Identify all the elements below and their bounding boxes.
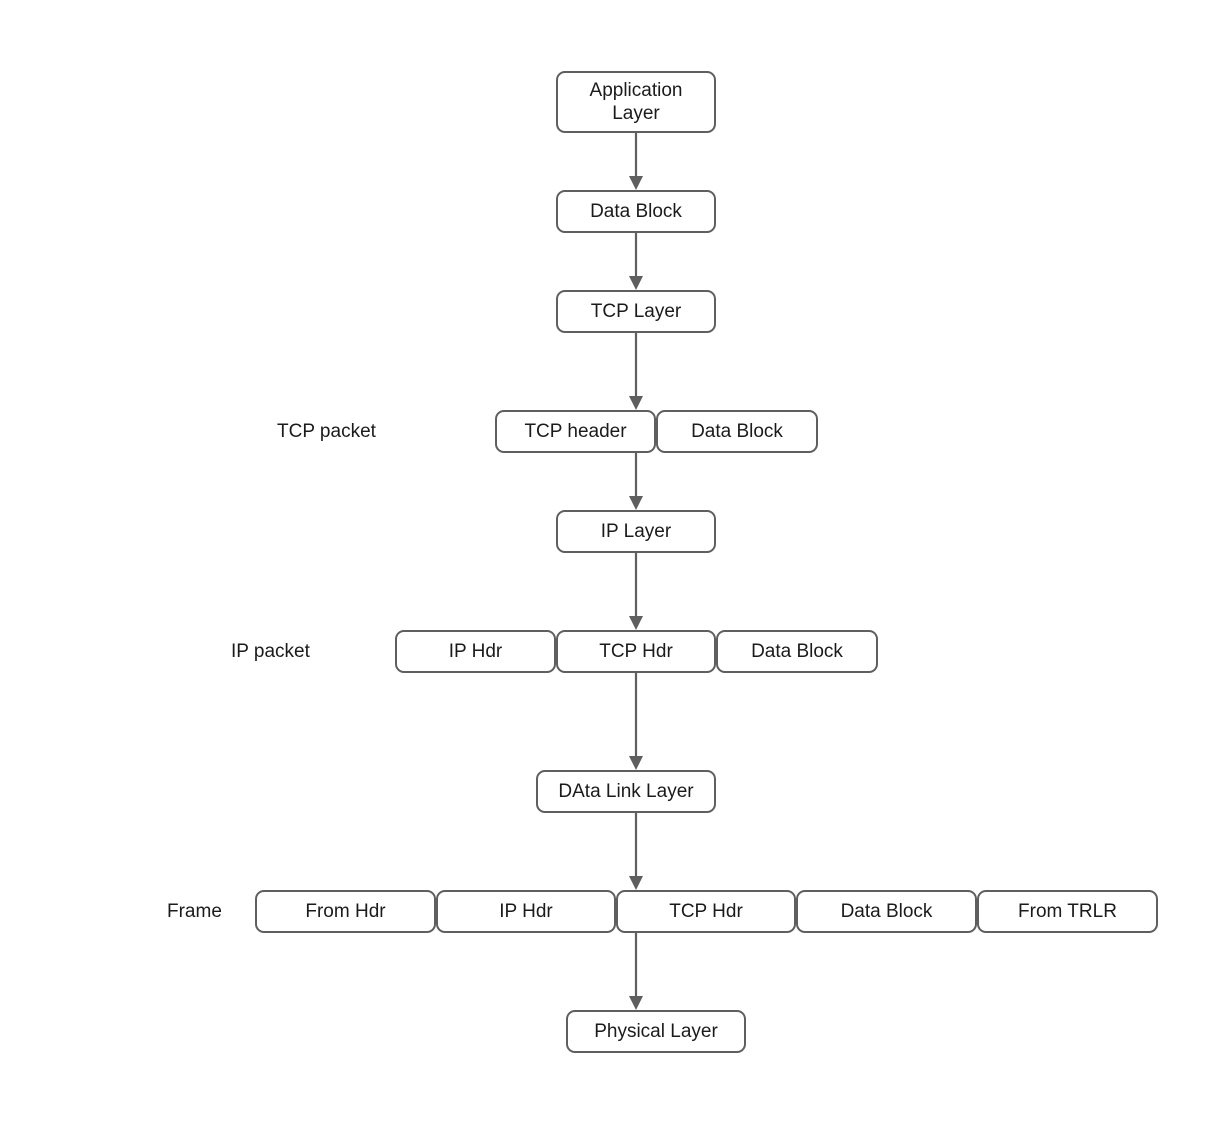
field-tcp-header[interactable]: TCP header <box>495 410 656 453</box>
node-physical-layer[interactable]: Physical Layer <box>566 1010 746 1053</box>
field-frame-from-hdr[interactable]: From Hdr <box>255 890 436 933</box>
label-tcp-packet: TCP packet <box>277 420 376 442</box>
field-ip-packet-ip-hdr[interactable]: IP Hdr <box>395 630 556 673</box>
node-data-block-top[interactable]: Data Block <box>556 190 716 233</box>
field-ip-packet-data-block[interactable]: Data Block <box>716 630 878 673</box>
field-frame-ip-hdr[interactable]: IP Hdr <box>436 890 616 933</box>
label-ip-packet: IP packet <box>231 640 310 662</box>
node-tcp-layer[interactable]: TCP Layer <box>556 290 716 333</box>
field-ip-packet-tcp-hdr[interactable]: TCP Hdr <box>556 630 716 673</box>
node-data-link-layer[interactable]: DAta Link Layer <box>536 770 716 813</box>
node-application-layer[interactable]: Application Layer <box>556 71 716 133</box>
node-ip-layer[interactable]: IP Layer <box>556 510 716 553</box>
field-frame-from-trlr[interactable]: From TRLR <box>977 890 1158 933</box>
field-frame-tcp-hdr[interactable]: TCP Hdr <box>616 890 796 933</box>
label-frame: Frame <box>167 900 222 922</box>
field-frame-data-block[interactable]: Data Block <box>796 890 977 933</box>
field-tcp-packet-data-block[interactable]: Data Block <box>656 410 818 453</box>
